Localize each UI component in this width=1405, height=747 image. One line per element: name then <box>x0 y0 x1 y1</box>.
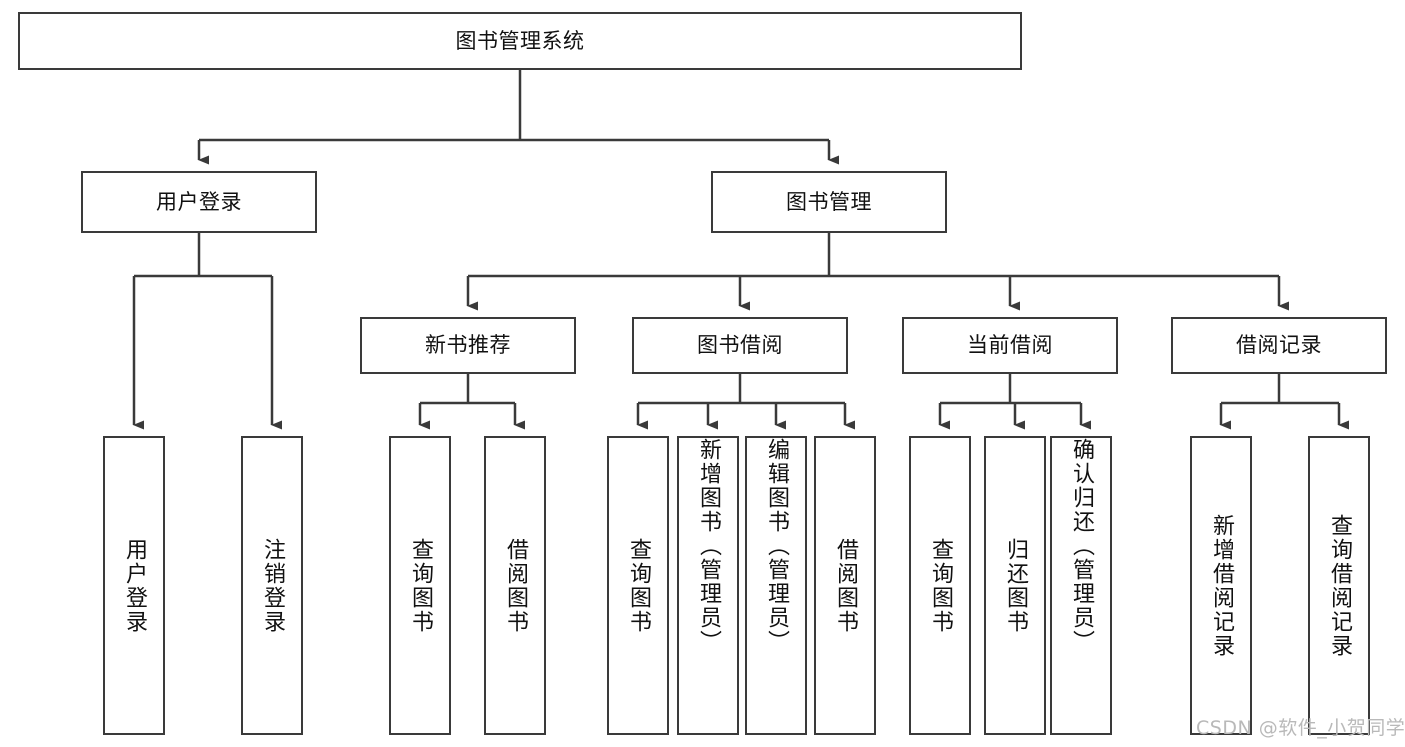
node-leaf-confirm-return[interactable]: 确认归还（管理员） <box>1050 436 1112 735</box>
node-label: 图书管理 <box>786 189 872 214</box>
node-leaf-edit-book[interactable]: 编辑图书（管理员） <box>745 436 807 735</box>
node-leaf-return-book[interactable]: 归还图书 <box>984 436 1046 735</box>
node-leaf-query-book-1[interactable]: 查询图书 <box>389 436 451 735</box>
node-label: 当前借阅 <box>967 333 1053 358</box>
node-leaf-logout[interactable]: 注销登录 <box>241 436 303 735</box>
node-label: 新增图书（管理员） <box>695 438 721 654</box>
node-leaf-borrow-book-2[interactable]: 借阅图书 <box>814 436 876 735</box>
node-label: 查询借阅记录 <box>1326 513 1352 658</box>
node-leaf-query-record[interactable]: 查询借阅记录 <box>1308 436 1370 735</box>
node-label: 借阅图书 <box>832 537 858 634</box>
node-label: 借阅记录 <box>1236 333 1322 358</box>
node-leaf-add-book[interactable]: 新增图书（管理员） <box>677 436 739 735</box>
node-label: 图书借阅 <box>697 333 783 358</box>
node-label: 查询图书 <box>407 537 433 634</box>
node-book-manage[interactable]: 图书管理 <box>711 171 947 233</box>
node-leaf-borrow-book-1[interactable]: 借阅图书 <box>484 436 546 735</box>
node-leaf-add-record[interactable]: 新增借阅记录 <box>1190 436 1252 735</box>
node-label: 注销登录 <box>259 537 285 634</box>
node-label: 用户登录 <box>156 189 242 214</box>
node-label: 归还图书 <box>1002 537 1028 634</box>
node-label: 查询图书 <box>625 537 651 634</box>
node-current-borrow[interactable]: 当前借阅 <box>902 317 1118 374</box>
node-new-book-rec[interactable]: 新书推荐 <box>360 317 576 374</box>
node-label: 新增借阅记录 <box>1208 513 1234 658</box>
node-leaf-query-book-3[interactable]: 查询图书 <box>909 436 971 735</box>
node-root[interactable]: 图书管理系统 <box>18 12 1022 70</box>
node-user-login[interactable]: 用户登录 <box>81 171 317 233</box>
node-leaf-query-book-2[interactable]: 查询图书 <box>607 436 669 735</box>
node-label: 借阅图书 <box>502 537 528 634</box>
node-leaf-user-login[interactable]: 用户登录 <box>103 436 165 735</box>
node-borrow-record[interactable]: 借阅记录 <box>1171 317 1387 374</box>
node-book-borrow[interactable]: 图书借阅 <box>632 317 848 374</box>
node-label: 确认归还（管理员） <box>1068 438 1094 654</box>
node-label: 图书管理系统 <box>455 28 585 53</box>
node-label: 查询图书 <box>927 537 953 634</box>
node-label: 新书推荐 <box>425 333 511 358</box>
edge-paths <box>132 70 1349 430</box>
node-label: 用户登录 <box>121 537 147 634</box>
node-label: 编辑图书（管理员） <box>763 438 789 654</box>
